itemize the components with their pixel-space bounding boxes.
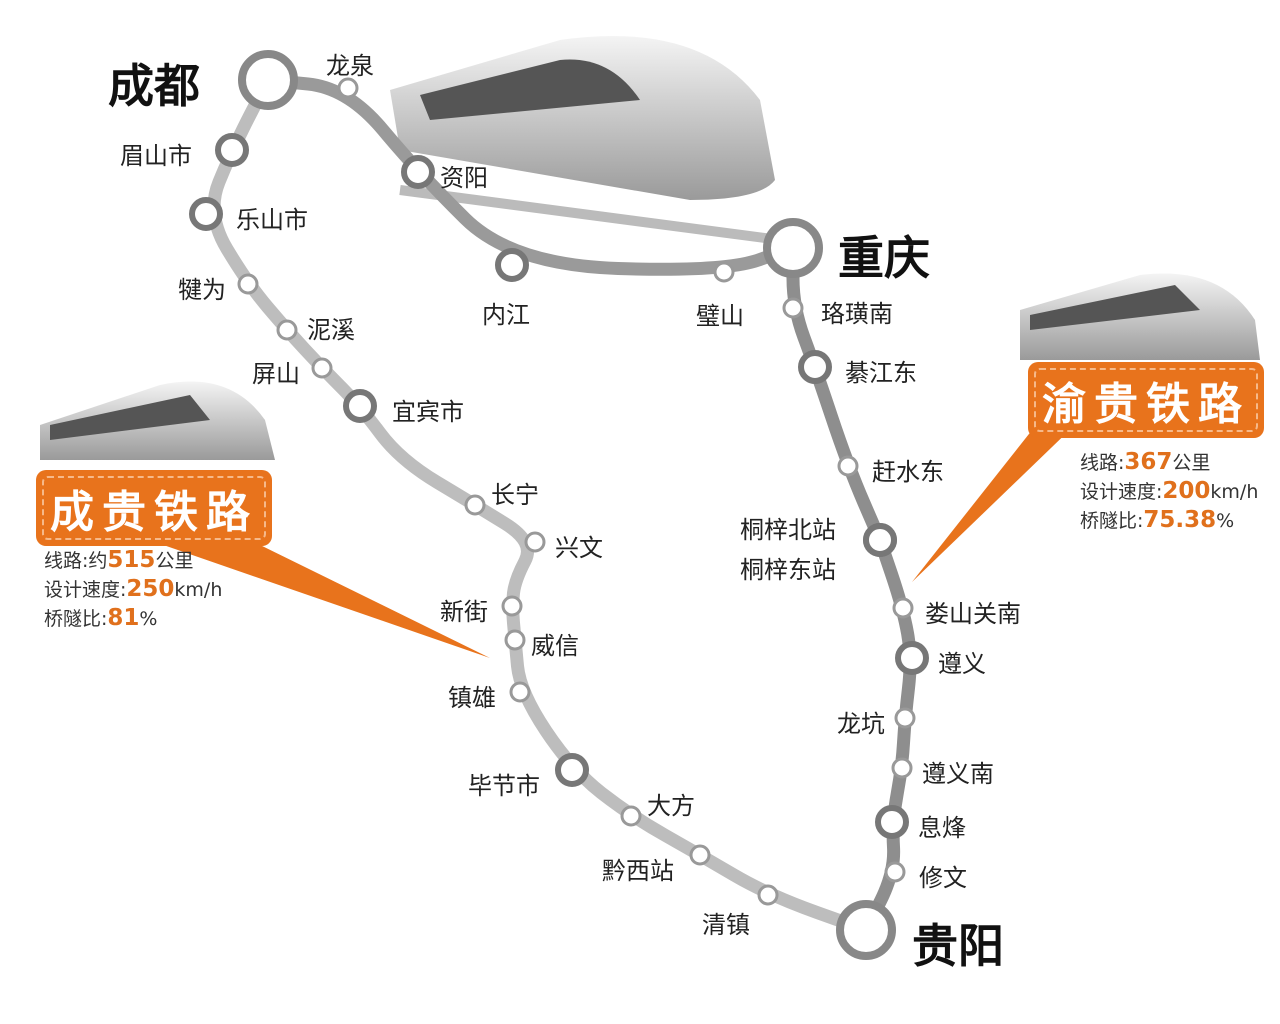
station-marker [524,531,546,553]
station-marker [757,884,779,906]
station-label: 赶水东 [872,458,944,486]
yu-gui-info: 线路:367公里 设计速度:200km/h 桥隧比:75.38% [1080,449,1259,533]
station-label: 新街 [440,598,488,626]
station-label: 珞璜南 [821,300,893,328]
city-marker [836,900,896,960]
train-illustration-left [40,381,275,460]
station-label: 桐梓东站 [740,556,836,584]
station-label: 眉山市 [120,142,192,170]
city-chongqing: 重庆 [838,231,930,285]
route-yu-gui [786,241,917,937]
station-marker [837,455,859,477]
station-label: 毕节市 [468,772,540,800]
station-label: 遵义南 [922,760,994,788]
station-label: 大方 [647,792,695,820]
cheng-gui-title: 成贵铁路 [36,470,272,546]
station-marker [884,861,906,883]
city-chengdu: 成都 [108,59,200,113]
city-guiyang: 贵阳 [912,919,1004,973]
station-label: 龙泉 [326,52,374,80]
station-marker [237,273,259,295]
station-marker [215,133,249,167]
station-label: 资阳 [440,164,488,192]
station-label: 威信 [531,632,579,660]
station-marker [895,641,929,675]
station-label: 兴文 [555,534,603,562]
station-label: 长宁 [491,481,539,509]
station-marker [875,805,909,839]
station-marker [509,681,531,703]
station-label: 桐梓北站 [740,516,836,544]
route-cheng-yu [261,73,800,276]
station-label: 龙坑 [837,710,885,738]
station-label: 息烽 [918,814,966,842]
station-marker [894,707,916,729]
station-label: 遵义 [938,650,986,678]
station-marker [401,155,435,189]
station-label: 犍为 [178,276,226,304]
station-marker [189,197,223,231]
yu-gui-title: 渝贵铁路 [1028,362,1264,438]
callout-pointer-cheng-gui [120,530,490,658]
station-marker [337,77,359,99]
train-illustration-right [1020,273,1260,360]
station-marker [464,494,486,516]
city-marker [238,50,298,110]
station-label: 璧山 [696,302,744,330]
train-illustration-top [390,36,781,245]
cheng-gui-info: 线路:约515公里 设计速度:250km/h 桥隧比:81% [44,547,223,631]
station-label: 清镇 [702,911,750,939]
station-marker [343,389,377,423]
station-marker [713,261,735,283]
station-marker [504,629,526,651]
station-marker [689,844,711,866]
station-label: 黔西站 [602,857,674,885]
city-marker [763,218,823,278]
station-label: 泥溪 [307,316,355,344]
station-marker [798,350,832,384]
station-label: 乐山市 [236,206,308,234]
station-label: 綦江东 [845,359,917,387]
station-label: 娄山关南 [925,600,1021,628]
station-marker [863,523,897,557]
station-label: 镇雄 [448,684,496,712]
station-label: 内江 [482,301,530,329]
station-label: 修文 [919,864,967,892]
station-marker [495,248,529,282]
station-marker [892,597,914,619]
station-marker [620,805,642,827]
callout-pointer-yu-gui [912,420,1080,582]
route-cheng-gui [207,73,873,937]
station-marker [782,297,804,319]
station-marker [311,357,333,379]
station-marker [555,753,589,787]
station-marker [276,319,298,341]
station-label: 屏山 [252,360,300,388]
station-marker [501,595,523,617]
station-marker [891,757,913,779]
station-label: 宜宾市 [392,398,464,426]
